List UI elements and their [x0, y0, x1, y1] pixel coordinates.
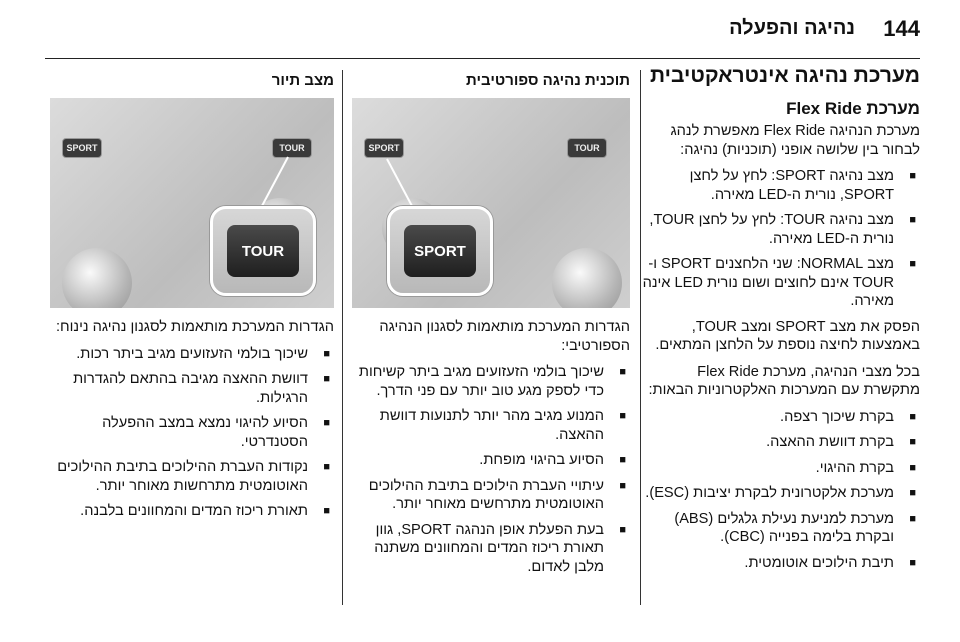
page-number: 144: [883, 16, 920, 41]
list-item: מערכת למניעת נעילת גלגלים (ABS) ובקרת בל…: [642, 510, 920, 547]
list-item: מצב NORMAL: שני הלחצנים SPORT ו-TOUR אינ…: [642, 255, 920, 311]
knob-image: [62, 248, 132, 308]
large-button-inset: SPORT: [387, 206, 493, 296]
list-item: מצב נהיגה TOUR: לחץ על לחצן TOUR, נורית …: [642, 211, 920, 248]
list-item: דוושת ההאצה מגיבה בהתאם להגדרות הרגילות.: [50, 370, 334, 407]
systems-intro: בכל מצבי הנהיגה, מערכת Flex Ride מתקשרת …: [648, 363, 920, 399]
list-item: מצב נהיגה SPORT: לחץ על לחצן SPORT, נורי…: [642, 167, 920, 204]
column-flexride: מערכת נהיגה אינטראקטיבית מערכת Flex Ride…: [642, 64, 920, 579]
section-title: נהיגה והפעלה: [729, 17, 855, 39]
column-divider-right: [640, 70, 641, 605]
systems-list: בקרת שיכוך רצפה. בקרת דוושת ההאצה. בקרת …: [642, 408, 920, 573]
intro-text: מערכת הנהיגה Flex Ride מאפשרת לנהג לבחור…: [670, 123, 920, 158]
tour-list: שיכוך בולמי הזעזועים מגיב ביתר רכות. דוו…: [50, 345, 334, 521]
list-item: בקרת שיכוך רצפה.: [642, 408, 920, 427]
list-item: נקודות העברת ההילוכים בתיבת ההילוכים האו…: [50, 458, 334, 495]
column-divider-left: [342, 70, 343, 605]
list-item: מערכת אלקטרונית לבקרת יציבות (ESC).: [642, 484, 920, 503]
main-heading: מערכת נהיגה אינטראקטיבית: [650, 64, 920, 87]
page-header: 144 נהיגה והפעלה: [0, 0, 960, 58]
list-item: בעת הפעלת אופן הנהגה SPORT, גוון תאורת ר…: [352, 521, 630, 577]
sport-button-photo: SPORT TOUR SPORT: [352, 98, 630, 308]
list-item: תיבת הילוכים אוטומטית.: [642, 554, 920, 573]
list-item: עיתויי העברת הילוכים בתיבת ההילוכים האוט…: [352, 477, 630, 514]
small-sport-button-image: SPORT: [364, 138, 404, 158]
column-heading: תוכנית נהיגה ספורטיבית: [466, 72, 630, 89]
column-heading: מצב תיור: [271, 72, 334, 89]
list-item: הסיוע להיגוי נמצא במצב ההפעלה הסטנדרטי.: [50, 414, 334, 451]
sport-list: שיכוך בולמי הזעזועים מגיב ביתר קשיחות כד…: [352, 363, 630, 576]
large-sport-button-image: SPORT: [404, 225, 476, 277]
column-sport: תוכנית נהיגה ספורטיבית SPORT TOUR SPORT …: [352, 64, 630, 583]
list-item: שיכוך בולמי הזעזועים מגיב ביתר רכות.: [50, 345, 334, 364]
list-item: בקרת דוושת ההאצה.: [642, 433, 920, 452]
toggle-text: הפסק את מצב SPORT ומצב TOUR, באמצעות לחי…: [655, 318, 920, 354]
header-divider: [45, 58, 920, 59]
large-button-inset: TOUR: [210, 206, 316, 296]
list-item: המנוע מגיב מהר יותר לתנועות דוושת ההאצה.: [352, 407, 630, 444]
column-tour: מצב תיור SPORT TOUR TOUR הגדרות המערכת מ…: [50, 64, 334, 528]
knob-image: [552, 248, 622, 308]
small-tour-button-image: TOUR: [272, 138, 312, 158]
large-tour-button-image: TOUR: [227, 225, 299, 277]
modes-list: מצב נהיגה SPORT: לחץ על לחצן SPORT, נורי…: [642, 167, 920, 311]
list-item: הסיוע בהיגוי מופחת.: [352, 451, 630, 470]
list-item: שיכוך בולמי הזעזועים מגיב ביתר קשיחות כד…: [352, 363, 630, 400]
small-tour-button-image: TOUR: [567, 138, 607, 158]
list-item: תאורת ריכוז המדים והמחוונים בלבנה.: [50, 502, 334, 521]
intro-text: הגדרות המערכת מותאמות לסגנון נהיגה נינוח…: [55, 319, 334, 335]
intro-text: הגדרות המערכת מותאמות לסגנון הנהיגה הספו…: [379, 319, 630, 354]
subheading: מערכת Flex Ride: [786, 99, 920, 118]
list-item: בקרת ההיגוי.: [642, 459, 920, 478]
tour-button-photo: SPORT TOUR TOUR: [50, 98, 334, 308]
small-sport-button-image: SPORT: [62, 138, 102, 158]
